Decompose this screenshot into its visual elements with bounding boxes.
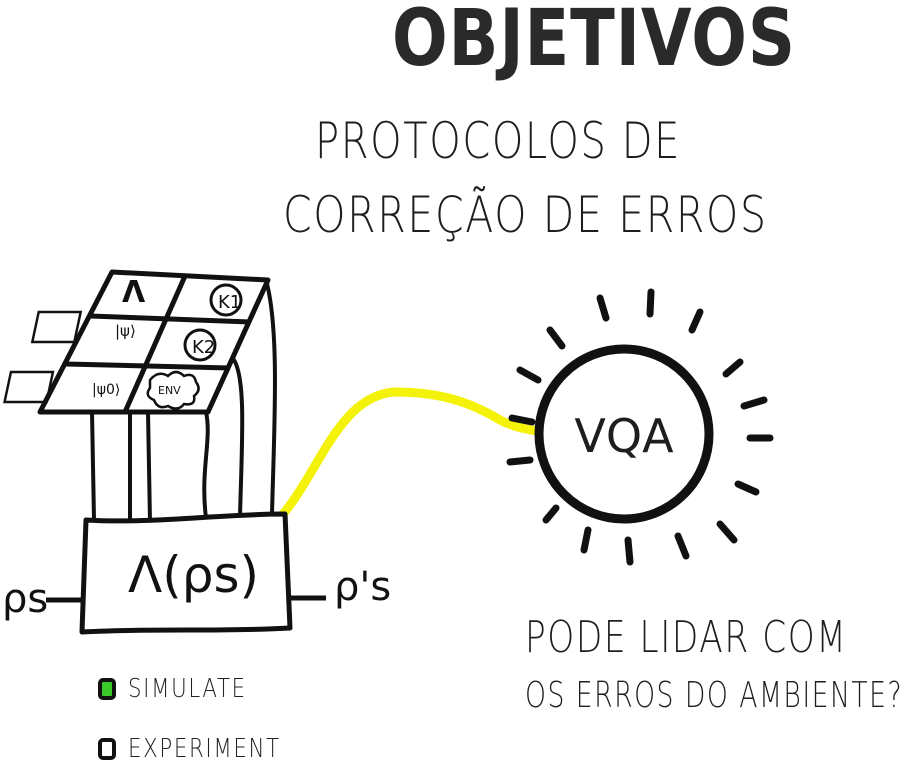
grid-cell-psi0: |ψ0⟩	[3, 370, 120, 404]
legend-experiment[interactable]: EXPERIMENT	[98, 733, 314, 765]
experiment-label: EXPERIMENT	[128, 734, 281, 764]
legend-simulate[interactable]: SIMULATE	[98, 673, 273, 705]
subtitle-line-1: PROTOCOLOS DE	[315, 112, 682, 170]
grid-cell-k2: K2	[183, 328, 217, 362]
channel-label: Λ(ρs)	[128, 546, 259, 604]
grid-wires	[90, 278, 277, 524]
vqa-sun: VQA	[506, 288, 774, 566]
sun-rays	[506, 288, 774, 566]
grid-cell-env: ENV	[146, 370, 200, 410]
vqa-label: VQA	[574, 409, 674, 463]
subtitle-line-2: CORREÇÃO DE ERROS	[283, 186, 768, 244]
grid-label-lambda: Λ	[122, 275, 146, 310]
output-state-label: ρ's	[334, 564, 391, 610]
simulate-checkbox[interactable]	[98, 678, 116, 700]
operator-grid	[37, 269, 271, 415]
grid-label-psi: |ψ⟩	[115, 322, 136, 340]
simulate-label: SIMULATE	[128, 674, 247, 704]
grid-cell-k1: K1	[209, 283, 243, 317]
page-title: OBJETIVOS	[392, 0, 796, 84]
grid-label-k1: K1	[218, 292, 241, 313]
grid-cell-psi: |ψ⟩	[30, 310, 136, 344]
input-state-label: ρs	[2, 576, 48, 622]
yellow-connector	[278, 387, 550, 519]
grid-label-k2: K2	[192, 337, 215, 358]
grid-cell-lambda: Λ	[122, 275, 146, 310]
channel-box	[46, 511, 326, 635]
note-line-2: OS ERROS DO AMBIENTE?	[525, 675, 904, 716]
experiment-checkbox[interactable]	[98, 738, 116, 760]
grid-label-env: ENV	[158, 384, 181, 397]
grid-label-psi0: |ψ0⟩	[92, 382, 120, 398]
note-line-1: PODE LIDAR COM	[525, 612, 848, 663]
